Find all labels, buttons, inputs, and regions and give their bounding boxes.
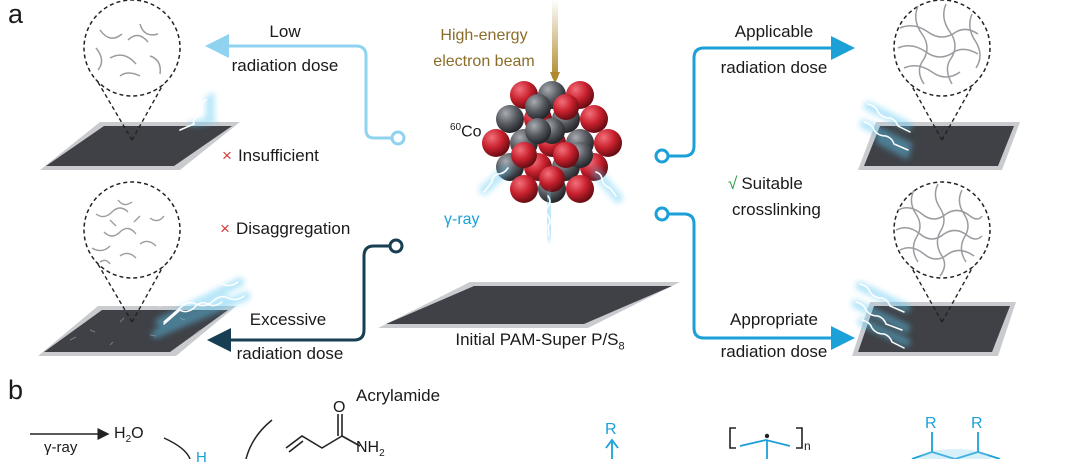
amine-subscript: 2 (379, 448, 385, 460)
sheet-top-left (40, 122, 240, 170)
co60-sphere (580, 105, 608, 133)
excessive-dose-line1: Excessive (249, 310, 327, 329)
co60-sphere (553, 142, 579, 168)
co60-sphere (566, 175, 594, 203)
co60-sphere (525, 118, 551, 144)
cross-mark-icon: × (220, 219, 230, 238)
amine-label: NH2 (356, 438, 385, 464)
co60-sphere (496, 105, 524, 133)
gamma-rays (479, 165, 623, 241)
appropriate-dose-line2: radiation dose (720, 342, 828, 361)
insufficient-label: × Insufficient (222, 146, 319, 166)
water-subscript: 2 (125, 434, 132, 446)
arrow-appropriate-dose (654, 206, 855, 350)
water-h: H (114, 425, 126, 442)
co60-sphere (539, 166, 565, 192)
disaggregation-label: × Disaggregation (220, 219, 350, 239)
panel-label-a: a (8, 0, 24, 29)
sheet-initial (378, 282, 680, 328)
initial-label: Initial PAM-Super P/S8 (455, 330, 624, 356)
arrow-low-dose (205, 34, 406, 146)
arrow-applicable-dose (654, 36, 855, 164)
arrow-excessive-dose (207, 238, 404, 352)
gamma-ray-b-label: γ-ray (44, 439, 78, 456)
hydrogen-radical-label: H (196, 449, 207, 466)
insufficient-text: Insufficient (237, 146, 319, 165)
magnifier-bottom-left (83, 181, 181, 323)
co60-sphere (510, 175, 538, 203)
oxygen-label: O (333, 399, 346, 416)
applicable-dose-line2: radiation dose (720, 58, 828, 77)
radical-r-label: R (605, 421, 617, 438)
beam-label-line2: electron beam (433, 53, 535, 70)
crosslink-r-right: R (971, 415, 983, 432)
water-label: H2O (114, 424, 144, 450)
source-label: 60Co (450, 118, 482, 142)
magnifier-top-right (893, 0, 991, 141)
check-mark-icon: √ (728, 174, 738, 193)
suitable-line2: crosslinking (732, 200, 821, 219)
initial-subscript: 8 (618, 340, 625, 353)
amine-nh: NH (356, 439, 380, 456)
appropriate-dose-line1: Appropriate (730, 310, 818, 329)
acrylamide-label: Acrylamide (356, 386, 441, 405)
magnifier-top-left (83, 0, 181, 141)
low-dose-line1: Low (269, 22, 301, 41)
suitable-line1: √Suitable (728, 174, 803, 194)
co60-sphere (511, 142, 537, 168)
co60-cluster (482, 81, 622, 203)
disaggregation-text: Disaggregation (235, 219, 351, 238)
crosslink-r-left: R (925, 415, 937, 432)
isotope-symbol: Co (461, 123, 482, 141)
magnifier-bottom-right (893, 181, 991, 323)
electron-beam (550, 0, 560, 84)
repeat-n-label: n (804, 439, 811, 453)
applicable-dose-line1: Applicable (734, 22, 814, 41)
section-b-chemistry (30, 414, 1001, 459)
gamma-ray-label: γ-ray (444, 211, 480, 228)
low-dose-line2: radiation dose (231, 56, 339, 75)
co60-sphere (525, 94, 551, 120)
cross-mark-icon: × (222, 146, 232, 165)
panel-label-b: b (8, 375, 24, 405)
co60-sphere (594, 129, 622, 157)
initial-text: Initial PAM-Super P/S (455, 330, 619, 349)
isotope-number: 60 (450, 122, 462, 133)
water-o: O (131, 425, 144, 442)
suitable-text: Suitable (741, 174, 803, 193)
ray-glow-group (151, 93, 913, 349)
co60-sphere (482, 129, 510, 157)
beam-label-line1: High-energy (440, 27, 528, 44)
excessive-dose-line2: radiation dose (236, 344, 344, 363)
co60-sphere (553, 94, 579, 120)
